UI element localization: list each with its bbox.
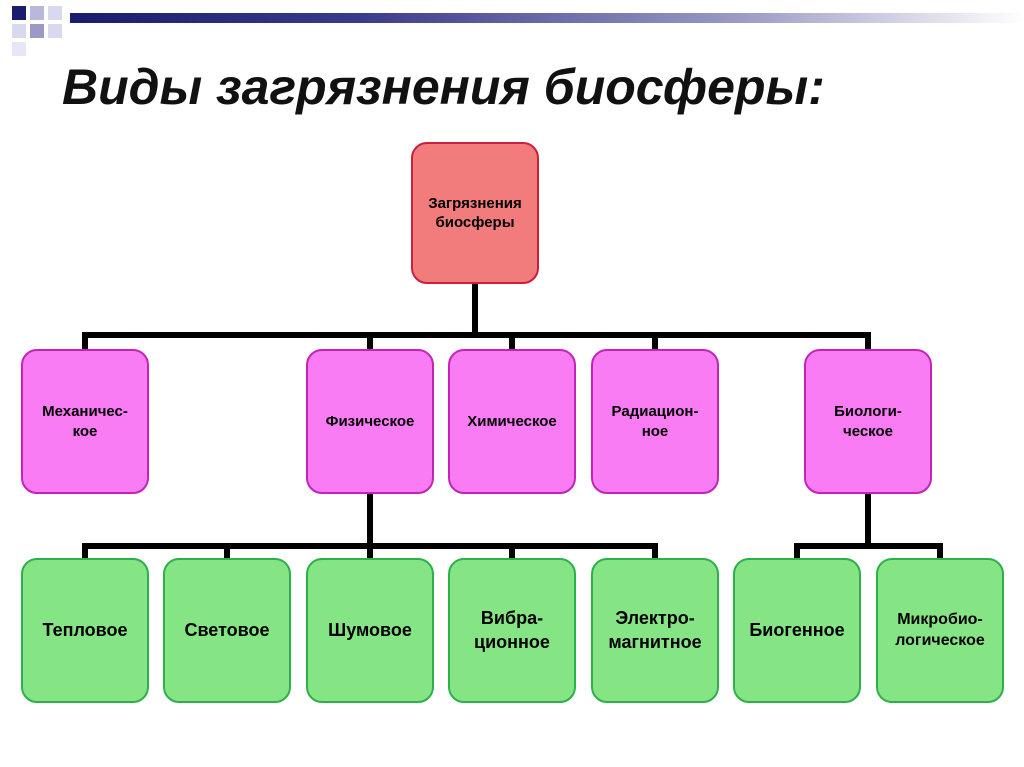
category-physical: Физическое [306, 349, 434, 494]
leaf-microbiological: Микробио- логическое [876, 558, 1004, 703]
corner-square-decoration [30, 24, 44, 38]
corner-square-decoration [12, 24, 26, 38]
corner-square-decoration [12, 6, 26, 20]
leaf-thermal: Тепловое [21, 558, 149, 703]
leaf-noise: Шумовое [306, 558, 434, 703]
page-title: Виды загрязнения биосферы: [62, 59, 825, 115]
leaf-biogenic: Биогенное [733, 558, 861, 703]
title-gradient-bar [70, 13, 1024, 23]
category-radiation: Радиацион- ное [591, 349, 719, 494]
category-biological: Биологи- ческое [804, 349, 932, 494]
leaf-light: Световое [163, 558, 291, 703]
root-node: Загрязнения биосферы [411, 142, 539, 284]
corner-square-decoration [12, 42, 26, 56]
category-chemical: Химическое [448, 349, 576, 494]
category-mechanical: Механичес- кое [21, 349, 149, 494]
corner-square-decoration [30, 6, 44, 20]
leaf-vibration: Вибра- ционное [448, 558, 576, 703]
corner-square-decoration [48, 24, 62, 38]
corner-square-decoration [48, 6, 62, 20]
leaf-electromagnetic: Электро- магнитное [591, 558, 719, 703]
